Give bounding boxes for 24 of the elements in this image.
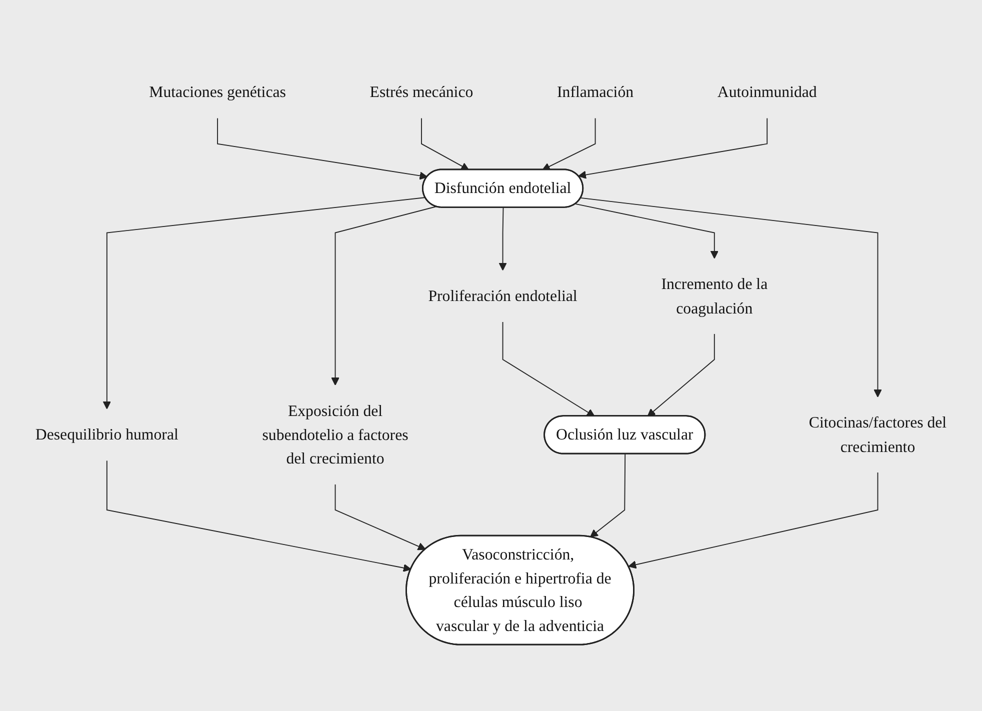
arrow — [102, 197, 426, 410]
node-text: Proliferación endotelial — [428, 287, 578, 305]
arrow — [334, 484, 426, 550]
node-text: Mutaciones genéticas — [149, 83, 286, 101]
node-text: Inflamación — [557, 83, 634, 101]
arrow — [421, 118, 470, 170]
arrow — [542, 118, 596, 170]
node-text: Desequilibrio humoral — [35, 426, 178, 444]
arrow — [502, 322, 595, 417]
arrow — [575, 203, 718, 259]
arrow — [498, 207, 507, 271]
node-text: Incremento de la coagulación — [661, 275, 768, 317]
node-text: Exposición del subendotelio a factores del crecimiento — [262, 402, 408, 468]
arrow — [106, 460, 412, 572]
arrow — [578, 118, 768, 179]
arrow — [628, 472, 878, 569]
node-text: Citocinas/factores del crecimiento — [808, 414, 947, 456]
arrow — [580, 197, 882, 398]
arrow — [331, 206, 436, 386]
node-text: Estrés mecánico — [370, 83, 474, 101]
arrow — [217, 118, 428, 180]
arrow — [647, 333, 715, 417]
node-text: Autoinmunidad — [717, 83, 817, 101]
arrow — [590, 454, 626, 538]
